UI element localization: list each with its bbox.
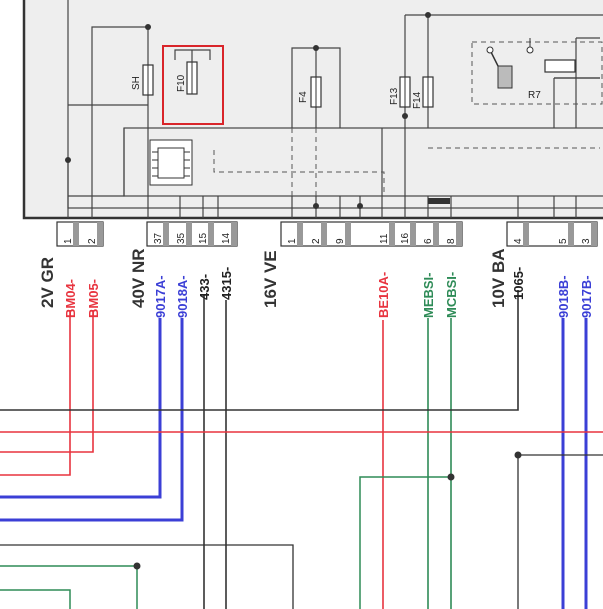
connector-blocks: 1 2 37 35 15 14 1 2 9 11 16 6 8 4 5 3 xyxy=(56,221,598,247)
fuse-sh-label: SH xyxy=(131,76,142,90)
wire-label-1065: 1065- xyxy=(511,267,526,300)
junction-dot xyxy=(133,562,141,570)
conn-10v-ba-block xyxy=(506,221,598,247)
wire-label-9017a: 9017A- xyxy=(153,275,168,318)
ground-symbol xyxy=(428,198,450,204)
wire-label-9018b: 9018B- xyxy=(556,275,571,318)
fuse-f14: F14 xyxy=(412,76,434,109)
conn-40v-nr-label: 40V NR xyxy=(129,248,148,308)
wire-label-mebsi: MEBSI- xyxy=(421,273,436,319)
network-line xyxy=(359,476,451,609)
network-line xyxy=(0,589,71,609)
pin-shade xyxy=(186,222,192,246)
relay-r7: R7 xyxy=(486,38,576,101)
pin-number: 37 xyxy=(153,232,164,244)
pin-number: 6 xyxy=(423,238,434,244)
wire-bm04 xyxy=(0,310,71,476)
pin-number: 8 xyxy=(446,238,457,244)
wire-label-9018a: 9018A- xyxy=(175,275,190,318)
pin-shade xyxy=(433,222,439,246)
conn-16v-ve-label: 16V VE xyxy=(261,250,280,308)
pin-number: 9 xyxy=(335,238,346,244)
network-line xyxy=(0,544,294,609)
wire-1065 xyxy=(0,290,519,411)
fuse-f10-label: F10 xyxy=(176,74,187,92)
pin-number: 11 xyxy=(379,233,390,244)
pin-number: 16 xyxy=(400,232,411,244)
pin-number: 14 xyxy=(221,232,232,244)
conn-10v-ba-label: 10V BA xyxy=(489,248,508,308)
pin-shade xyxy=(297,222,303,246)
junction-dots xyxy=(65,12,431,209)
pin-number: 1 xyxy=(287,238,298,244)
pin-shade xyxy=(410,222,416,246)
pin-shade xyxy=(389,222,395,246)
pin-shade xyxy=(456,222,462,246)
fuse-f13: F13 xyxy=(389,76,411,108)
pin-number: 3 xyxy=(581,238,592,244)
pin-shade xyxy=(321,222,327,246)
pin-number: 2 xyxy=(87,238,98,244)
wire-label-bm05: BM05- xyxy=(86,279,101,318)
fuse-f4: F4 xyxy=(298,76,322,108)
conn-2v-gr-block xyxy=(56,221,104,247)
pin-number: 5 xyxy=(558,238,569,244)
pin-shade xyxy=(231,222,237,246)
junction-dot xyxy=(514,451,522,459)
inner-frame xyxy=(67,0,603,209)
f10-highlight-box xyxy=(162,45,224,125)
pin-number: 35 xyxy=(176,232,187,244)
fuse-f14-label: F14 xyxy=(412,91,423,109)
junction-dot xyxy=(447,473,455,481)
dashed-links xyxy=(213,41,603,196)
pin-number: 15 xyxy=(198,232,209,244)
pin-shade xyxy=(345,222,351,246)
relay-r7-label: R7 xyxy=(528,90,541,101)
fuse-f13-label: F13 xyxy=(389,87,400,105)
pin-shade xyxy=(568,222,574,246)
labels: 2V GR 40V NR 16V VE 10V BA BM04- BM05- 9017A- 9… xyxy=(38,248,594,318)
pin-number: 1 xyxy=(63,238,74,244)
pin-number: 4 xyxy=(513,238,524,244)
pin-shade xyxy=(591,222,597,246)
fuse-f4-label: F4 xyxy=(298,91,309,103)
fuse-f10: F10 xyxy=(174,49,211,95)
pin-shade xyxy=(208,222,214,246)
wire-label-433: 433- xyxy=(197,274,212,300)
pin-number: 2 xyxy=(311,238,322,244)
wire-label-mcbsi: MCBSI- xyxy=(444,272,459,318)
wire-bm05 xyxy=(0,310,94,453)
network-line xyxy=(0,565,138,609)
wire-label-be10a: BE10A- xyxy=(376,272,391,318)
chip-icon xyxy=(149,139,193,186)
wire-label-bm04: BM04- xyxy=(63,279,78,318)
conn-16v-ve-block xyxy=(280,221,463,247)
pin-shade xyxy=(97,222,103,246)
fuse-sh: SH xyxy=(131,64,154,96)
wire-9018a xyxy=(0,318,184,522)
wire-9017a xyxy=(0,318,162,499)
pin-shade xyxy=(73,222,79,246)
wire-label-4315: 4315- xyxy=(219,267,234,300)
pin-shade xyxy=(523,222,529,246)
conn-2v-gr-label: 2V GR xyxy=(38,257,57,308)
wires xyxy=(0,290,603,609)
module-box xyxy=(22,0,603,220)
wire-label-9017b: 9017B- xyxy=(579,275,594,318)
pin-shade xyxy=(163,222,169,246)
